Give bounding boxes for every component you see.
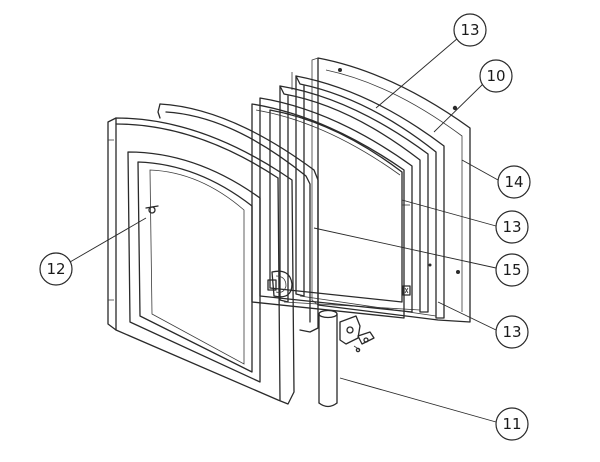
callout-13-mid: 13 bbox=[495, 210, 529, 244]
glass-pane-13-mid bbox=[251, 103, 405, 319]
leader-13-top bbox=[375, 37, 459, 109]
callout-12: 12 bbox=[39, 252, 73, 286]
leader-11 bbox=[339, 377, 497, 423]
callout-10: 10 bbox=[479, 59, 513, 93]
door-frame-12 bbox=[107, 117, 295, 405]
callout-11: 11 bbox=[495, 407, 529, 441]
back-plate bbox=[311, 57, 471, 323]
callout-13-top: 13 bbox=[453, 13, 487, 47]
gasket-10 bbox=[291, 72, 445, 319]
callout-12-label: 12 bbox=[46, 260, 65, 278]
callout-13-low-label: 13 bbox=[502, 323, 521, 341]
callout-10-label: 10 bbox=[486, 67, 505, 85]
handle-11 bbox=[318, 309, 375, 408]
leader-lines bbox=[69, 37, 499, 423]
leader-15 bbox=[313, 227, 497, 269]
callout-14: 14 bbox=[497, 165, 531, 199]
callout-13-top-label: 13 bbox=[460, 21, 479, 39]
glass-frame-14 bbox=[259, 97, 413, 313]
gasket-15 bbox=[157, 103, 319, 333]
callout-13-low: 13 bbox=[495, 315, 529, 349]
leader-13-low bbox=[437, 301, 497, 331]
leader-13-mid bbox=[401, 199, 497, 227]
callout-14-label: 14 bbox=[504, 173, 523, 191]
callout-13-mid-label: 13 bbox=[502, 218, 521, 236]
callout-15-label: 15 bbox=[502, 261, 521, 279]
leader-10 bbox=[433, 83, 484, 133]
callout-15: 15 bbox=[495, 253, 529, 287]
leader-14 bbox=[461, 159, 499, 181]
leader-12 bbox=[69, 217, 147, 263]
callout-11-label: 11 bbox=[502, 415, 521, 433]
